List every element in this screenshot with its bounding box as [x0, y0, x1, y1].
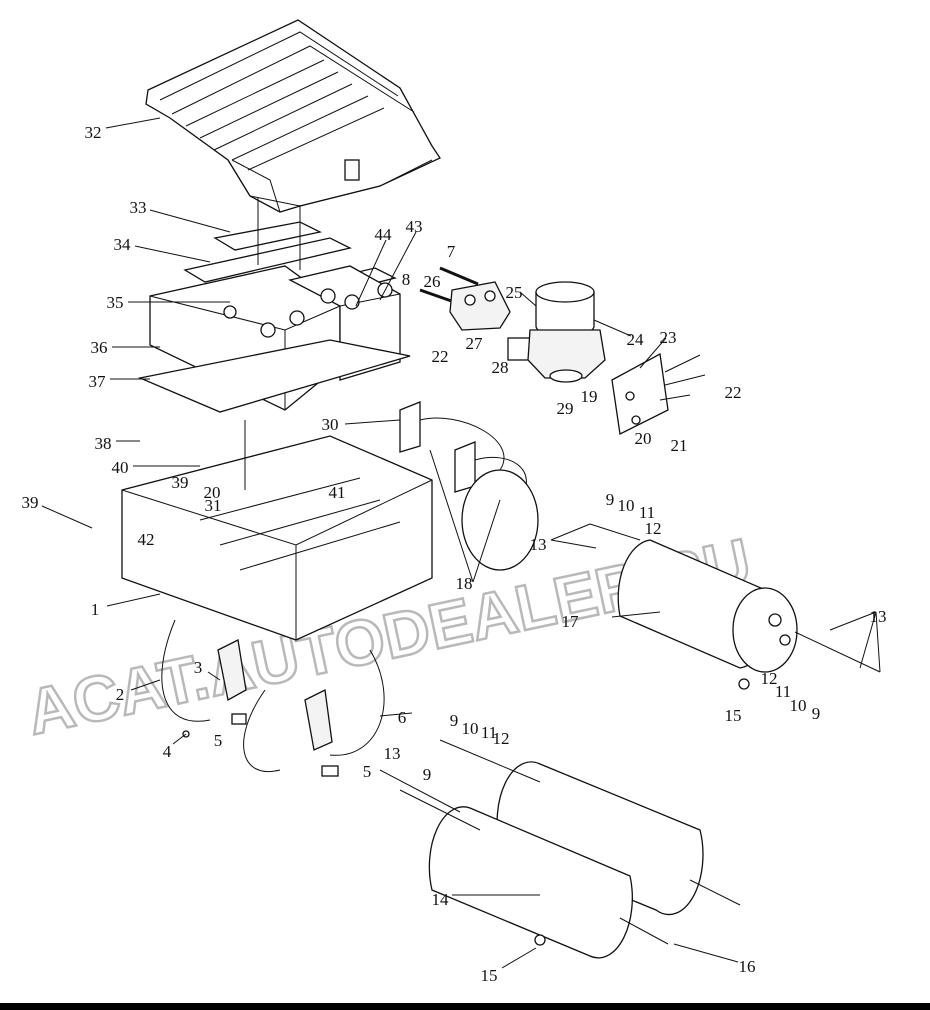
callout-c30: 30 [322, 415, 339, 434]
callout-c14: 14 [432, 890, 450, 909]
callout-c11c: 11 [481, 723, 497, 742]
callout-c40: 40 [112, 458, 129, 477]
frame-border [0, 1003, 930, 1010]
callout-c19: 19 [581, 387, 598, 406]
callout-c15a: 15 [725, 706, 742, 725]
callout-c9a: 9 [606, 490, 615, 509]
callout-c10b: 10 [790, 696, 807, 715]
callout-c33: 33 [130, 198, 147, 217]
callout-c5a: 5 [214, 731, 223, 750]
callout-c4: 4 [163, 742, 172, 761]
callout-c39a: 39 [172, 473, 189, 492]
callout-c32a: 32 [85, 123, 102, 142]
callout-c34: 34 [114, 235, 132, 254]
callout-c12a: 12 [645, 519, 662, 538]
callout-c37: 37 [89, 372, 107, 391]
air-tank-17 [589, 523, 881, 690]
callout-c3: 3 [194, 658, 203, 677]
callout-c43: 43 [406, 217, 423, 236]
callout-c2: 2 [116, 685, 125, 704]
callout-c15b: 15 [481, 966, 498, 985]
callout-c6: 6 [398, 708, 407, 727]
callout-c10c: 10 [462, 719, 479, 738]
air-tanks-14-16 [379, 739, 741, 959]
dryer-bracket [611, 352, 706, 435]
air-dryer [527, 281, 606, 383]
callout-c13b: 13 [870, 607, 887, 626]
callout-c17: 17 [562, 612, 580, 631]
callout-c8: 8 [402, 270, 411, 289]
callout-c9b: 9 [812, 704, 821, 723]
callout-c13a: 13 [530, 535, 547, 554]
callout-c9d: 9 [423, 765, 432, 784]
callout-c26: 26 [424, 272, 441, 291]
callout-c27: 27 [466, 334, 484, 353]
callout-c10a: 10 [618, 496, 635, 515]
callout-c22b: 22 [725, 383, 742, 402]
callout-c12c: 12 [493, 729, 510, 748]
callout-c29: 29 [557, 399, 574, 418]
callout-c5b: 5 [363, 762, 372, 781]
callout-c36: 36 [91, 338, 108, 357]
callout-c13c: 13 [384, 744, 401, 763]
callout-c31: 31 [205, 496, 222, 515]
callout-c39b: 39 [22, 493, 39, 512]
callout-c9c: 9 [450, 711, 459, 730]
battery-cover [145, 19, 441, 213]
callout-c21: 21 [671, 436, 688, 455]
tank-brackets-upper [399, 401, 539, 571]
callout-c35: 35 [107, 293, 124, 312]
callout-c38: 38 [95, 434, 112, 453]
callout-c28: 28 [492, 358, 509, 377]
callout-c41: 41 [329, 483, 346, 502]
callout-c12b: 12 [761, 669, 778, 688]
callout-c1: 1 [91, 600, 100, 619]
callout-c11b: 11 [775, 682, 791, 701]
battery-tray [137, 339, 411, 413]
callout-c16: 16 [739, 957, 756, 976]
callout-c18: 18 [456, 574, 473, 593]
callout-c24: 24 [627, 330, 645, 349]
callout-c20b: 20 [204, 483, 221, 502]
callout-c7: 7 [447, 242, 456, 261]
battery-frame [121, 420, 433, 641]
callout-c44: 44 [375, 225, 393, 244]
callout-c25: 25 [506, 283, 523, 302]
callout-c11a: 11 [639, 503, 655, 522]
callout-c42: 42 [138, 530, 155, 549]
callout-c22a: 22 [432, 347, 449, 366]
callout-c23: 23 [660, 328, 677, 347]
callout-c20a: 20 [635, 429, 652, 448]
leader-lines [41, 117, 881, 969]
lower-mounts [161, 619, 385, 777]
